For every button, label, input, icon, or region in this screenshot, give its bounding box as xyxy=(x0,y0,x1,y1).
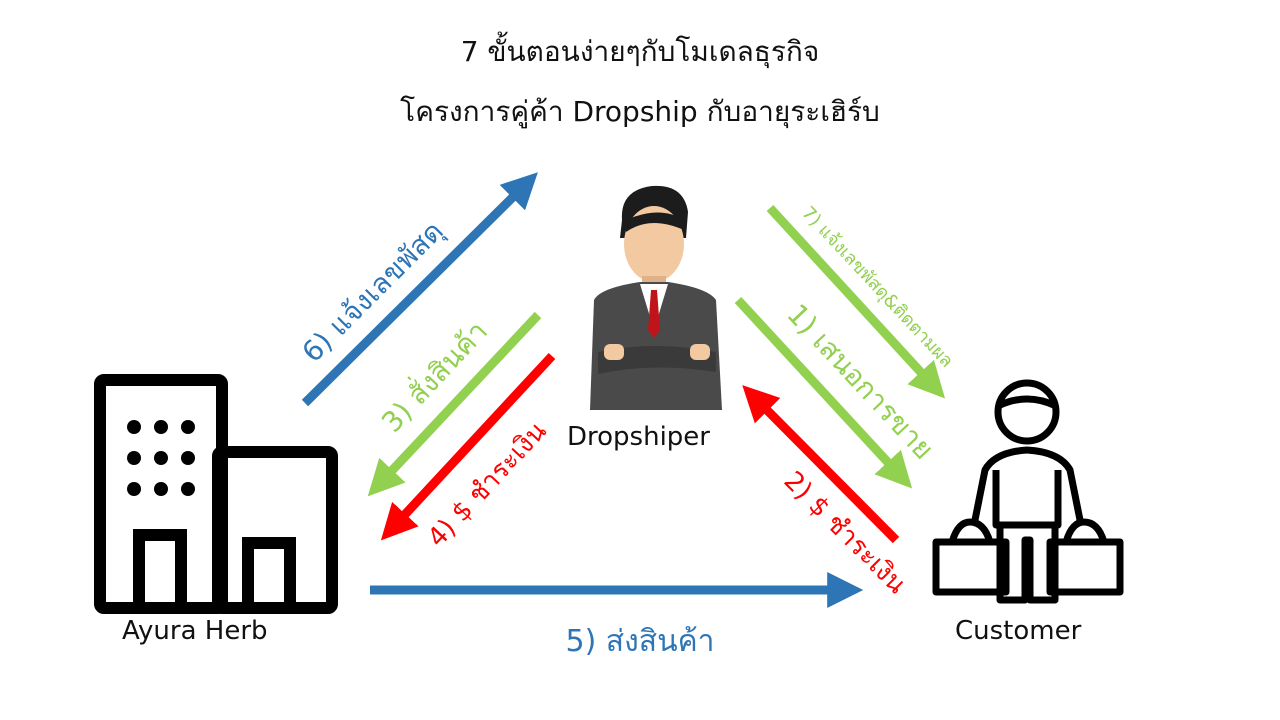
arrow-step3 xyxy=(367,311,542,497)
node-label-dropshipper: Dropshiper xyxy=(567,422,710,452)
arrow-step7 xyxy=(766,204,946,399)
diagram-title-line1: 7 ขั้นตอนง่ายๆกับโมเดลธุรกิจ xyxy=(460,35,820,68)
step-label-5: 5) ส่งสินค้า xyxy=(565,624,715,659)
building-icon xyxy=(94,374,338,614)
arrow-step2 xyxy=(742,385,900,544)
arrow-step4 xyxy=(380,352,556,541)
businessman-icon xyxy=(590,185,722,410)
node-label-customer: Customer xyxy=(955,616,1082,646)
node-label-supplier: Ayura Herb xyxy=(122,616,268,646)
diagram-title-line2: โครงการคู่ค้า Dropship กับอายุระเฮิร์บ xyxy=(400,95,880,128)
arrow-step1 xyxy=(734,296,913,489)
shopper-icon xyxy=(932,379,1124,604)
arrow-step6 xyxy=(301,172,538,407)
